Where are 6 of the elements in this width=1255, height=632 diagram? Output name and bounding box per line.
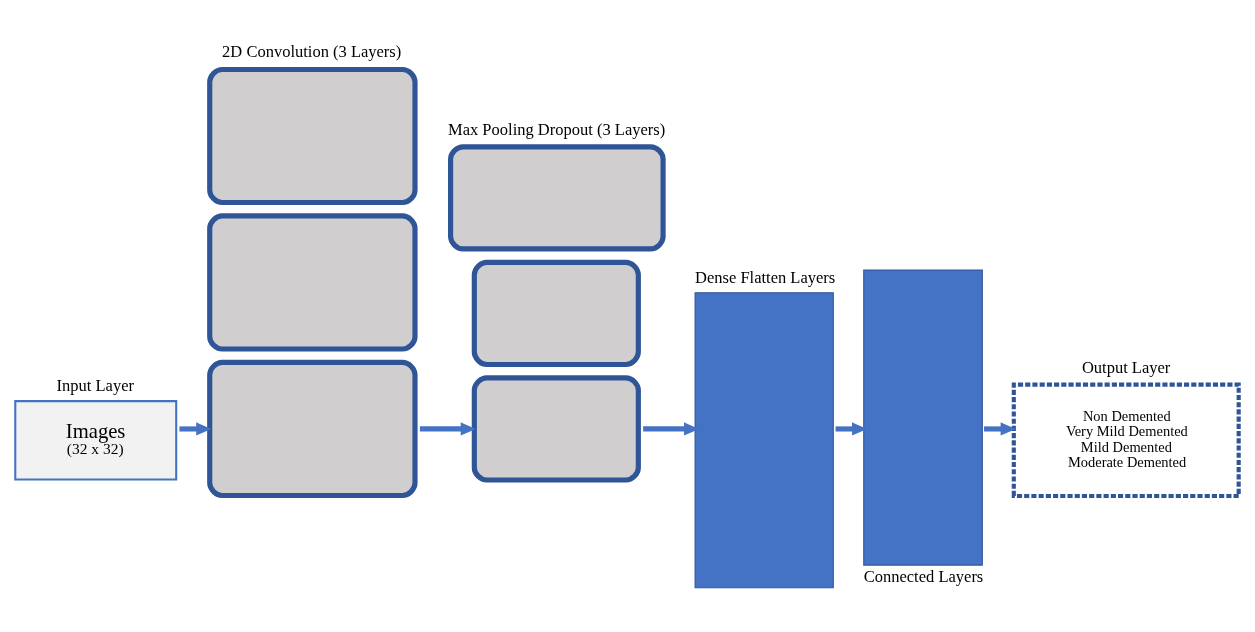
node-label: Input Layer [56, 375, 134, 395]
node-label: Output Layer [1081, 358, 1171, 378]
node-label: Connected Layers [863, 567, 984, 587]
node-label: 2D Convolution (3 Layers) [222, 42, 402, 62]
node-label: Dense Flatten Layers [695, 268, 836, 288]
node-label: Max Pooling Dropout (3 Layers) [448, 119, 666, 139]
